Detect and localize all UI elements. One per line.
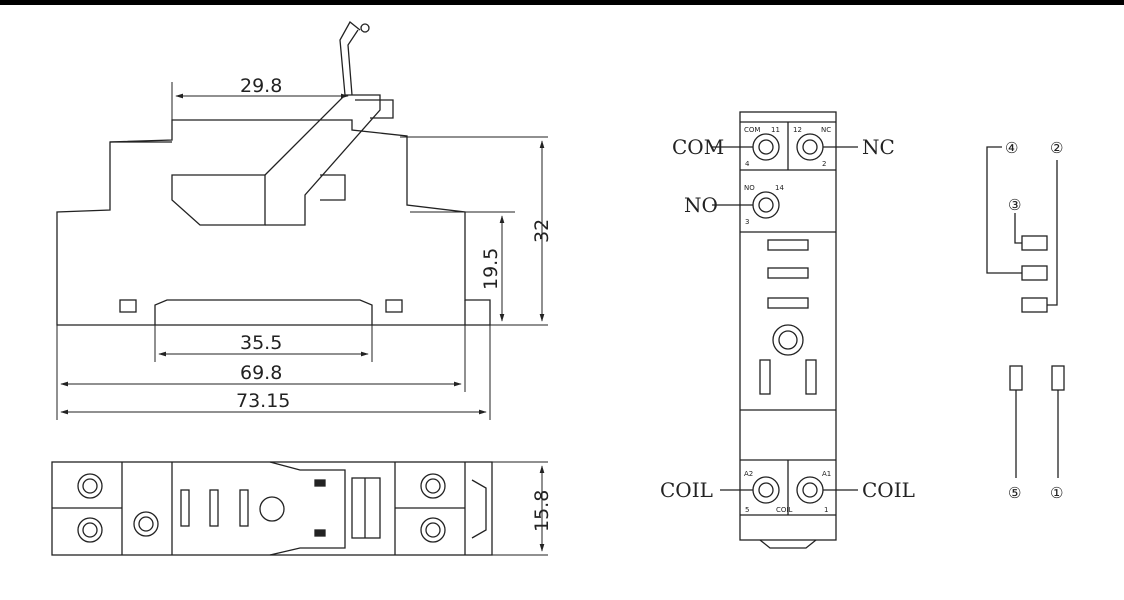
tiny-4: 4 (745, 160, 750, 168)
pin-4: ④ (1005, 139, 1018, 157)
tiny-3: 3 (745, 218, 749, 226)
pin-2: ② (1050, 139, 1063, 157)
tiny-a1: A1 (822, 470, 831, 478)
latch-window-right (385, 299, 403, 313)
tiny-1: 1 (824, 506, 828, 514)
tiny-coil: COIL (776, 506, 792, 514)
top-dimensions (492, 461, 548, 556)
label-nc: NC (862, 135, 895, 159)
dim-height-mid: 19.5 (480, 248, 502, 290)
tiny-nc: NC (821, 126, 831, 134)
label-coil-left: COIL (660, 478, 713, 502)
tiny-com: COM (744, 126, 760, 134)
tiny-a2: A2 (744, 470, 753, 478)
top-view (51, 461, 493, 556)
top-screws (77, 473, 446, 543)
label-no: NO (684, 193, 718, 217)
front-view (712, 111, 858, 549)
pin-3: ③ (1008, 196, 1021, 214)
tiny-no: NO (744, 184, 755, 192)
latch-window-left (119, 299, 137, 313)
dim-depth: 15.8 (531, 490, 553, 532)
tiny-12: 12 (793, 126, 802, 134)
dim-overall-width: 73.15 (236, 390, 290, 412)
tiny-14: 14 (775, 184, 784, 192)
dim-top-width: 29.8 (240, 75, 282, 97)
tiny-5: 5 (745, 506, 749, 514)
pin-diagram (986, 146, 1065, 478)
side-view (56, 21, 491, 326)
tiny-2: 2 (822, 160, 826, 168)
top-border (0, 0, 1124, 5)
dim-height-total: 32 (531, 219, 553, 243)
pin-5: ⑤ (1008, 484, 1021, 502)
label-com: COM (672, 135, 724, 159)
side-dimensions (56, 82, 548, 420)
label-coil-right: COIL (862, 478, 915, 502)
dim-body-width: 69.8 (240, 362, 282, 384)
tiny-11: 11 (771, 126, 780, 134)
pin-1: ① (1050, 484, 1063, 502)
dim-rail-width: 35.5 (240, 332, 282, 354)
